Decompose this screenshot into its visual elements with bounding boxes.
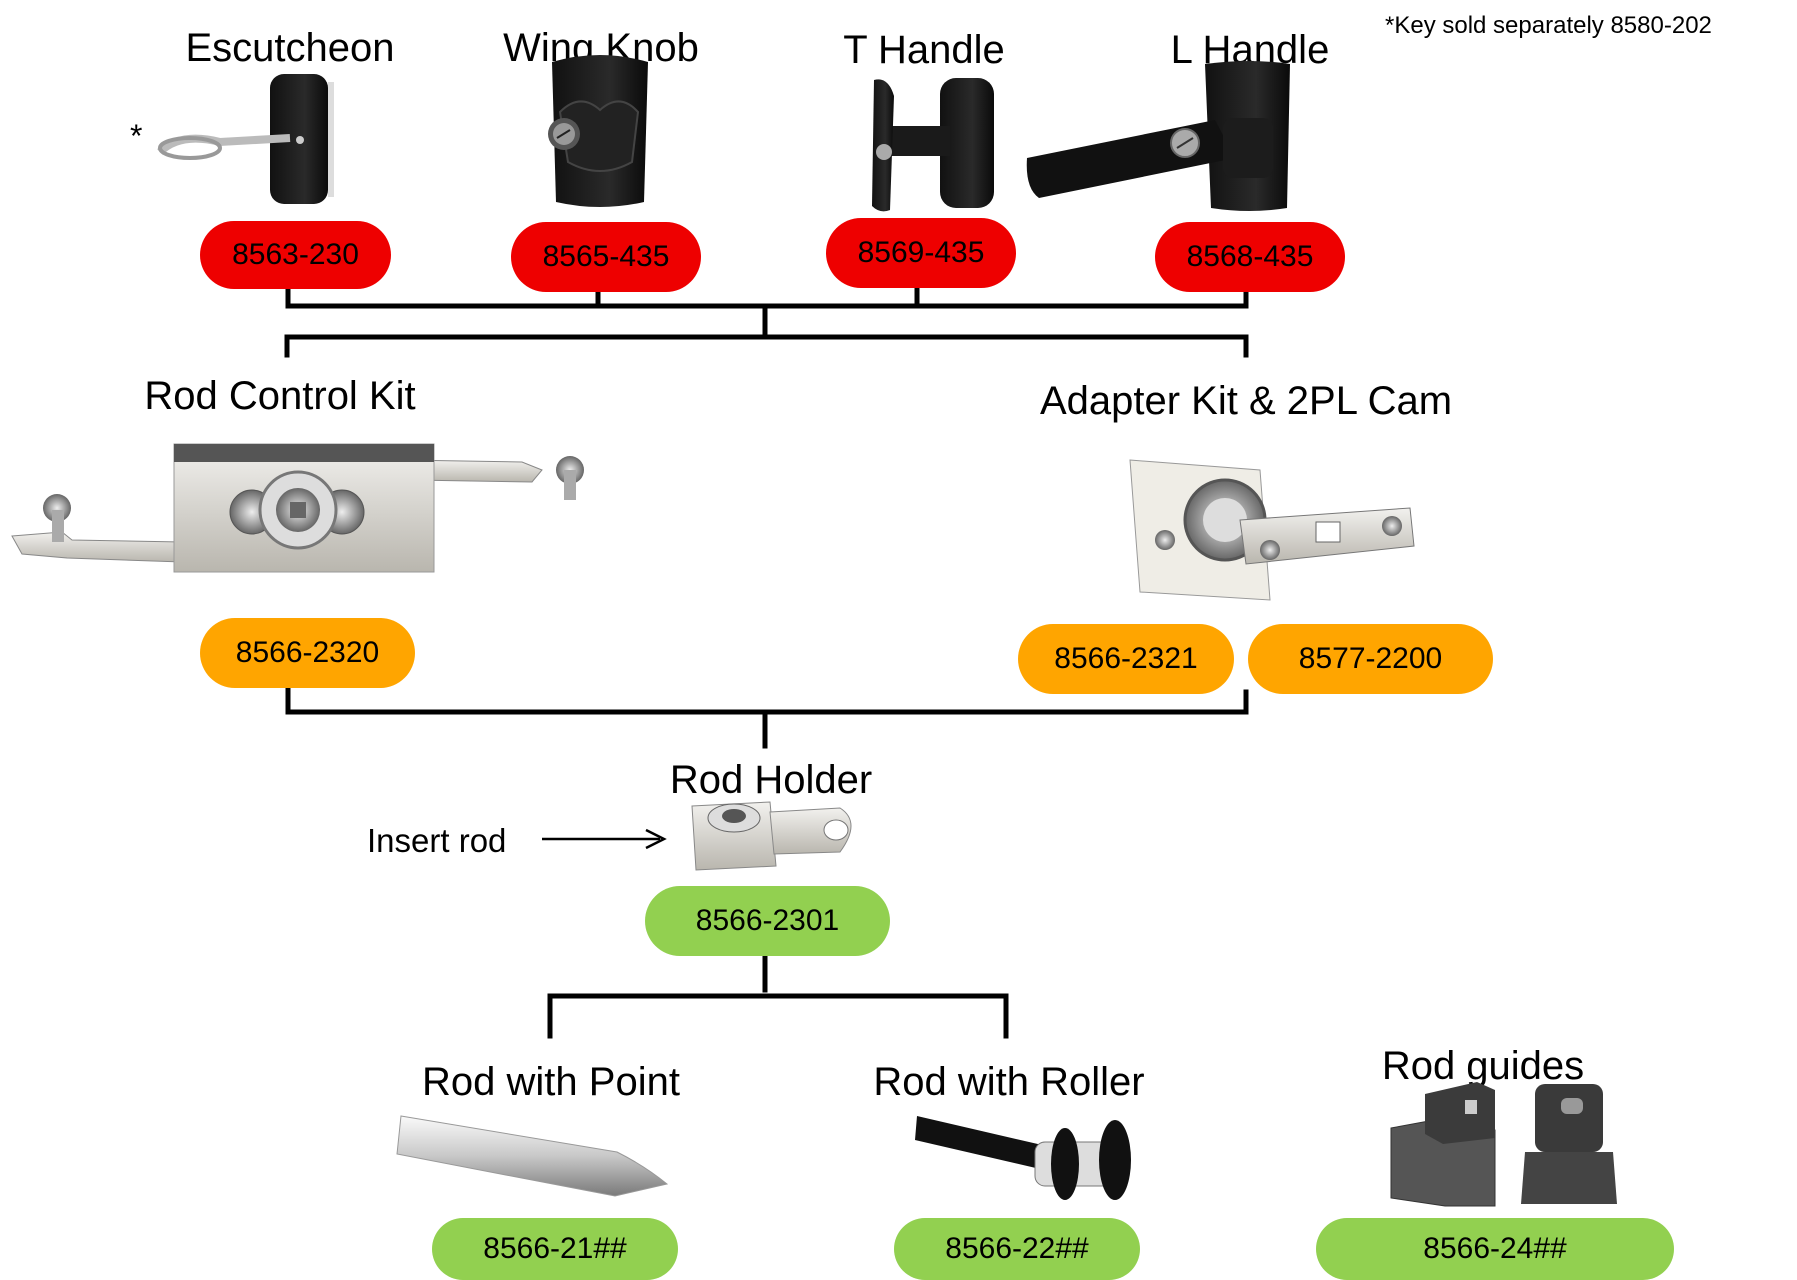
rod-control-kit-part-badge: 8566-2320 [200,618,415,688]
l-handle-icon [1026,61,1290,211]
rod-control-kit-icon [11,443,584,573]
rod-holder-icon [691,801,852,871]
rod-with-point-icon [396,1115,669,1197]
t-handle-title: T Handle [843,28,1005,72]
rod-holder-part-badge: 8566-2301 [645,886,890,956]
wing-knob-icon [548,55,648,207]
insert-rod-label: Insert rod [367,822,507,859]
rod-guides-icon [1390,1082,1617,1207]
handles-bus-line [285,285,1249,309]
rod-with-point-part-badge: 8566-21## [432,1218,678,1280]
cam-part-badge: 8577-2200 [1248,624,1493,694]
key-note: *Key sold separately 8580-202 [1385,12,1712,39]
rod-with-roller-title: Rod with Roller [873,1060,1145,1104]
rod-with-point-title: Rod with Point [422,1060,680,1104]
rod-with-roller-icon [915,1116,1131,1200]
adapter-kit-part-badge: 8566-2321 [1018,624,1234,694]
rod-control-kit-title: Rod Control Kit [144,374,416,418]
kits-bus-line [284,334,1249,358]
insert-rod-arrow-icon [542,828,667,850]
rods-bus-line [547,993,1009,1039]
escutcheon-title: Escutcheon [185,26,395,70]
escutcheon-part-badge: 8563-230 [200,221,391,289]
key-asterisk: * [130,118,143,154]
t-handle-icon [872,78,994,212]
rod-holder-title: Rod Holder [669,758,873,802]
rod-with-roller-part-badge: 8566-22## [894,1218,1140,1280]
l-handle-part-badge: 8568-435 [1155,222,1345,292]
rod-guides-part-badge: 8566-24## [1316,1218,1674,1280]
wing-knob-part-badge: 8565-435 [511,222,701,292]
adapter-kit-icon [1129,459,1415,601]
rod-guides-title: Rod guides [1381,1044,1585,1088]
adapter-kit-title: Adapter Kit & 2PL Cam [1039,379,1453,423]
t-handle-part-badge: 8569-435 [826,218,1016,288]
escutcheon-icon [157,74,334,204]
